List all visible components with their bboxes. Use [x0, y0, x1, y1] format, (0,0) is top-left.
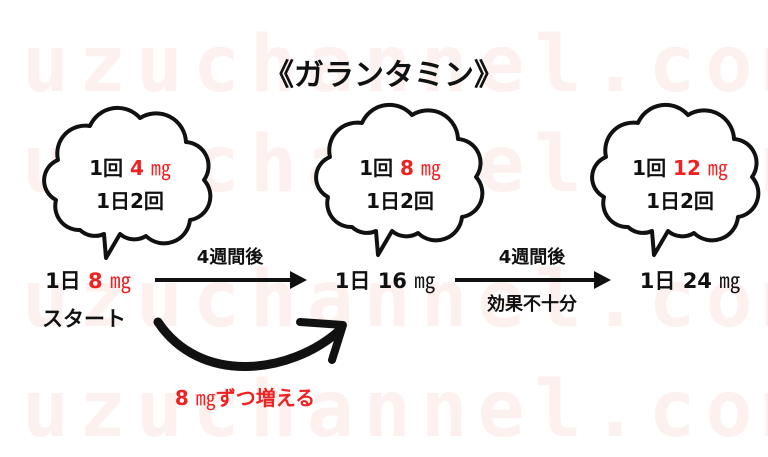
arrow-label: 4週間後	[498, 247, 566, 268]
speech-cloud	[42, 105, 213, 260]
cloud-frequency: 1日2回	[366, 189, 434, 213]
cloud-frequency: 1日2回	[646, 189, 714, 213]
watermark: uzuchannel.com	[22, 20, 768, 110]
cloud-dose: 1回 8 ㎎	[359, 156, 441, 180]
watermark: uzuchannel.com	[22, 255, 768, 345]
page-title: 《ガランタミン》	[264, 58, 504, 93]
cloud-dose: 1回 4 ㎎	[89, 156, 171, 180]
start-label: スタート	[42, 307, 126, 331]
increment-label: 8 ㎎ずつ増える	[174, 386, 316, 410]
cloud-dose: 1回 12 ㎎	[632, 156, 728, 180]
curved-arrow	[153, 317, 347, 371]
arrow-1	[155, 271, 307, 289]
arrow-2	[455, 271, 611, 289]
daily-dose: 1日 8 ㎎	[45, 269, 131, 293]
cloud-frequency: 1日2回	[96, 189, 164, 213]
daily-dose: 1日 16 ㎎	[334, 269, 436, 293]
arrow-label: 4週間後	[196, 247, 264, 268]
watermark: uzuchannel.com	[22, 365, 768, 455]
arrow-label: 効果不十分	[487, 294, 577, 315]
daily-dose: 1日 24 ㎎	[639, 269, 741, 293]
